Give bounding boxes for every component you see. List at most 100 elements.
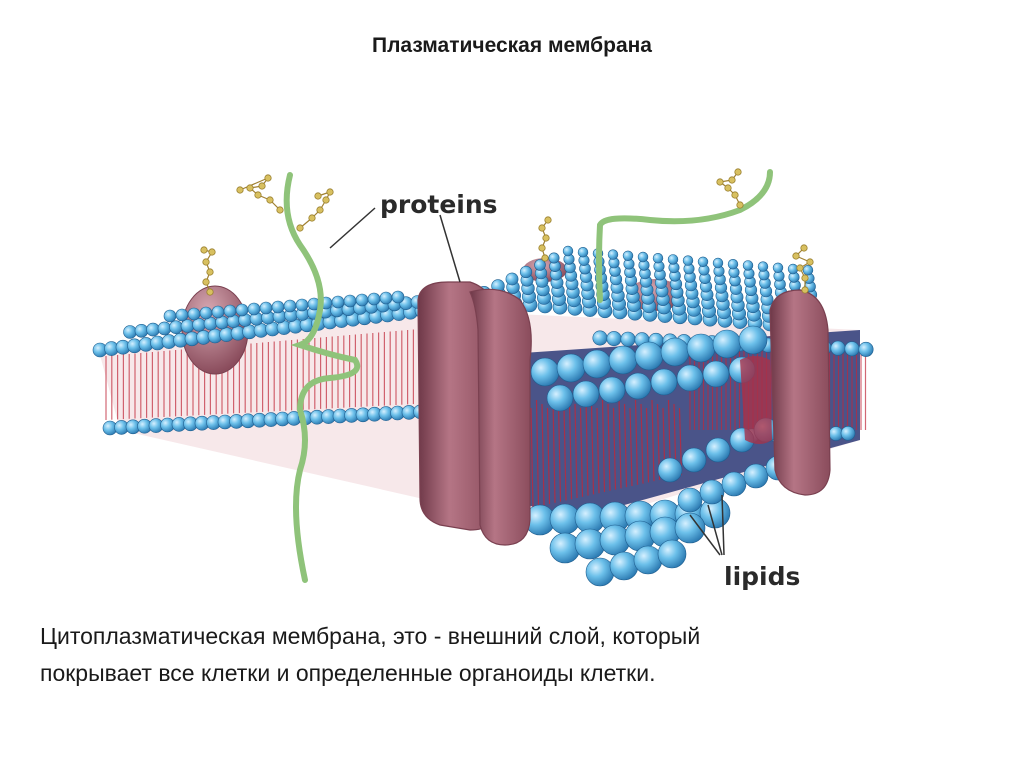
lipid-head (606, 331, 622, 347)
lipid-head (175, 308, 189, 322)
lipid-head (169, 320, 183, 335)
glycan-bead (801, 274, 809, 282)
lipid-head (331, 295, 345, 309)
lipid-head (519, 265, 533, 279)
lipid-head (660, 337, 690, 367)
lipid-head (235, 303, 249, 317)
lipid-heads-front (524, 325, 803, 587)
glycan-bead (258, 182, 266, 190)
glycan-bead (792, 252, 800, 260)
glycan-bead (716, 178, 724, 186)
transmembrane-protein (469, 288, 532, 546)
lipid-head (667, 254, 679, 265)
lipid-head (787, 263, 799, 275)
proteins-pointer (329, 207, 376, 249)
lipid-tail (678, 407, 683, 476)
lipid-head (211, 305, 225, 319)
lipid-head (367, 292, 381, 306)
lipids-pointer (689, 514, 721, 556)
lipid-head (657, 457, 683, 483)
lipid-tail (618, 399, 622, 489)
lipid-tail (579, 407, 584, 497)
lipid-head (633, 545, 663, 575)
lipid-head (607, 249, 619, 260)
membrane-diagram: proteins lipids (92, 168, 874, 591)
lipid-head (355, 293, 369, 307)
lipid-head (577, 247, 589, 258)
label-pointers (329, 207, 725, 556)
glycan-bead (314, 192, 322, 200)
lipid-head (686, 333, 716, 363)
lipid-head (677, 487, 703, 513)
lipid-head (247, 302, 261, 316)
lipid-tail (546, 407, 551, 505)
lipid-tail (568, 399, 573, 500)
lipid-tail (651, 399, 655, 482)
lipid-head (146, 322, 160, 337)
lipid-head (295, 298, 309, 312)
lipid-head (271, 300, 285, 314)
glycan-bead (202, 278, 210, 286)
lipid-head (743, 463, 769, 489)
glycan-chains (200, 168, 814, 296)
glycan-bead (208, 248, 216, 256)
glycan-bead (796, 264, 804, 272)
lipid-head (556, 353, 586, 383)
glycan-bead (316, 206, 324, 214)
glycoprotein-fiber (283, 172, 361, 583)
lipid-head (592, 330, 608, 346)
caption-line-2: покрывает все клетки и определенные орга… (40, 660, 656, 686)
glycan-bead (206, 288, 214, 296)
lipid-tail (596, 407, 600, 494)
lipid-tail (530, 407, 534, 508)
lipid-head (830, 340, 846, 356)
lipid-head (259, 301, 273, 315)
membrane-illustration (92, 168, 874, 587)
lipid-tail (590, 403, 595, 495)
lipid-head (620, 331, 636, 347)
glycan-bead (202, 258, 210, 266)
lipid-tail (607, 403, 611, 491)
lipid-head (343, 294, 357, 308)
lipid-head (858, 341, 874, 357)
lipid-head (650, 368, 678, 396)
glycan-bead (544, 216, 552, 224)
lipid-head (757, 261, 769, 272)
lipid-head (608, 345, 638, 375)
lipid-head (712, 257, 724, 269)
glycan-bead (200, 246, 208, 254)
lipid-head (546, 384, 574, 412)
glycan-bead (541, 254, 549, 262)
lipid-tail (563, 407, 567, 501)
lipid-tail (645, 407, 650, 483)
transmembrane-proteins (417, 281, 831, 546)
lipid-head (802, 265, 814, 276)
transmembrane-protein (740, 356, 772, 444)
lipid-heads-upper (92, 245, 874, 358)
lipid-head (844, 341, 860, 357)
glycan-bead (326, 188, 334, 196)
lipid-tail (623, 403, 628, 488)
glycan-bead (734, 168, 742, 176)
lipid-tail (585, 399, 589, 496)
lipid-head (622, 250, 634, 262)
glycan-bead (731, 191, 739, 199)
lipid-head (840, 425, 856, 441)
lipid-head (548, 252, 560, 264)
lipid-head (534, 259, 546, 271)
lipid-tail (541, 403, 545, 506)
lipid-head (562, 245, 574, 257)
lipids-pointer (707, 504, 723, 556)
lipid-head (391, 290, 405, 304)
lipid-head (379, 291, 393, 305)
lipid-head (134, 323, 149, 338)
lipid-head (180, 319, 195, 333)
lipid-head (738, 325, 768, 355)
glycan-bead (801, 286, 809, 294)
glycan-bead (538, 244, 546, 252)
lipid-head (727, 259, 739, 270)
lipid-head (163, 309, 177, 323)
lipid-head (772, 262, 784, 273)
lipid-head (682, 255, 694, 266)
lipid-head (187, 307, 201, 321)
